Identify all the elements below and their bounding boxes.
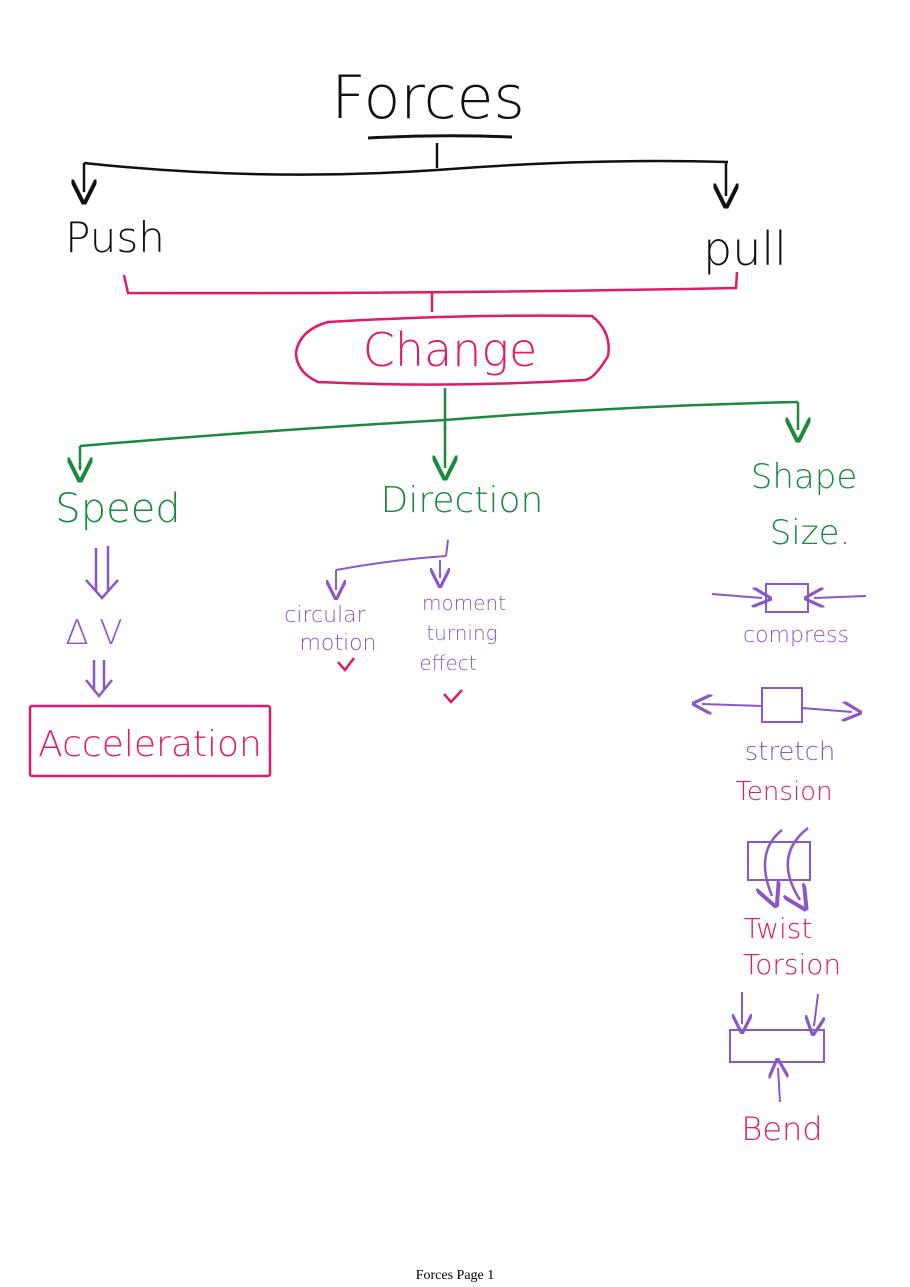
root-title: Forces [331, 63, 525, 133]
twist-arrow-2-icon [788, 827, 808, 900]
root-branch-bar [83, 159, 729, 176]
shape-label: Shape [751, 457, 857, 497]
compress-label: compress [743, 623, 849, 648]
root-underline [367, 134, 513, 140]
bend-right-arrow [814, 993, 818, 1026]
moment-label: moment [422, 591, 506, 615]
moment-check-icon [443, 689, 463, 704]
torsion-label: Torsion [743, 948, 841, 981]
direction-branch-bar [335, 555, 447, 571]
circular-check-icon [337, 657, 355, 672]
direction-label: Direction [381, 480, 544, 521]
speed-label: Speed [55, 486, 180, 532]
push-pull-bracket [122, 271, 739, 295]
effect-label: effect [419, 651, 476, 675]
direction-stem [445, 539, 449, 557]
circular-label: circular [284, 603, 366, 628]
speed-double-arrow-1 [85, 546, 119, 600]
tension-label: Tension [735, 777, 832, 807]
turning-label: turning [426, 621, 497, 645]
stretch-block [761, 687, 803, 723]
stretch-left-arrow [702, 704, 763, 706]
compress-right-arrow [814, 596, 867, 598]
stretch-right-arrow [801, 708, 852, 712]
change-branch-bar [79, 400, 799, 448]
size-label: Size. [770, 513, 851, 553]
speed-double-arrow-2 [85, 660, 113, 698]
compress-left-arrow [711, 594, 762, 598]
acceleration-label: Acceleration [38, 724, 262, 765]
stretch-label: stretch [745, 737, 836, 767]
twist-label: Twist [744, 912, 813, 945]
bend-up-arrow [778, 1068, 780, 1103]
twist-block [747, 841, 811, 881]
bend-label: Bend [741, 1110, 822, 1148]
compress-block [765, 583, 809, 613]
acceleration-box [28, 704, 272, 778]
push-label: Push [65, 213, 165, 262]
change-label: Change [363, 323, 538, 377]
bend-block [729, 1029, 825, 1063]
page-footer: Forces Page 1 [415, 1268, 495, 1283]
pull-label: pull [703, 222, 787, 276]
twist-arrow-1-icon [765, 829, 783, 896]
change-box [294, 314, 610, 386]
delta-v-label: Δ V [65, 613, 122, 653]
motion-label: motion [299, 631, 376, 656]
